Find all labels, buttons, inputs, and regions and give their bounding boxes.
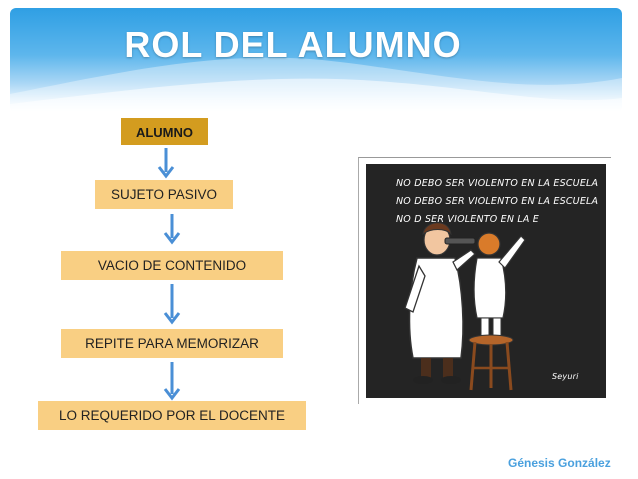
header-wave-decoration: [10, 57, 622, 112]
arrow-3: [163, 284, 181, 325]
author-credit: Génesis González: [508, 456, 611, 470]
node-repite-para-memorizar: REPITE PARA MEMORIZAR: [61, 329, 283, 358]
header-banner: [10, 8, 622, 112]
teacher-figure: [404, 222, 476, 384]
arrow-1: [157, 148, 175, 179]
cartoon-signature: Seyuri: [552, 372, 579, 381]
slide-title: ROL DEL ALUMNO: [124, 24, 462, 65]
chalk-line-2: NO DEBO SER VIOLENTO EN LA ESCUELA: [396, 196, 599, 207]
chalk-line-3: NO D SER VIOLENTO EN LA E: [396, 214, 540, 225]
chalk-line-1: NO DEBO SER VIOLENTO EN LA ESCUELA: [396, 178, 599, 189]
teacher-and-student-drawing: [404, 222, 526, 391]
cartoon-illustration: NO DEBO SER VIOLENTO EN LA ESCUELA NO DE…: [358, 157, 611, 404]
node-sujeto-pasivo: SUJETO PASIVO: [95, 180, 233, 209]
node-lo-requerido-por-el-docente: LO REQUERIDO POR EL DOCENTE: [38, 401, 306, 430]
student-figure: [468, 232, 526, 391]
arrow-2: [163, 214, 181, 245]
node-vacio-de-contenido: VACIO DE CONTENIDO: [61, 251, 283, 280]
arrow-4: [163, 362, 181, 401]
node-alumno: ALUMNO: [121, 118, 208, 145]
